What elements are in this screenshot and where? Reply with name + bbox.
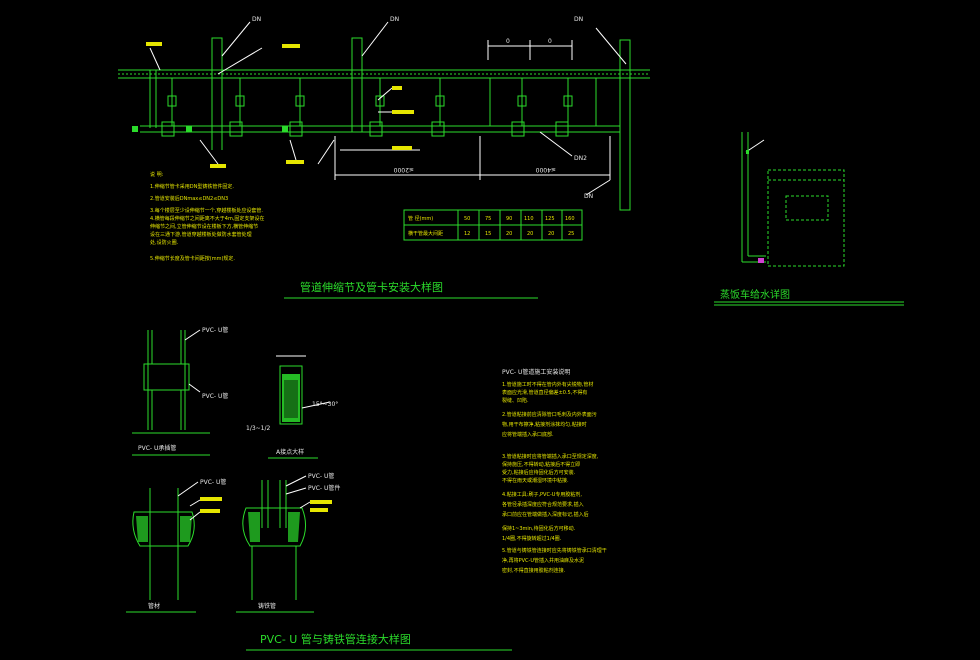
note-bottom-1: 表面应光滑,管道直径偏差±0.5,不得有 [502, 389, 587, 396]
angle-label: 15°~30° [312, 401, 338, 408]
label-pvc-4: PVC- U管 [308, 472, 334, 480]
note-bottom-0: 1.管道施工时不得在管内外有尖锐物,管材 [502, 381, 593, 388]
caption-pipe: 管材 [148, 602, 160, 610]
table-cell: 110 [524, 216, 534, 222]
note-top-7: 处,设防火圈. [150, 239, 179, 246]
title-top: 管道伸缩节及管卡安装大样图 [300, 280, 443, 294]
note-top-2: 2.管道安装后DNmax≤DN2≤DN3 [150, 195, 228, 202]
pvc-castiron-joint-right: PVC- U管 PVC- U管件 铸铁管 [236, 472, 340, 613]
dim-label-left: ≤2000 [394, 166, 414, 173]
caption-a-joint: A接点大样 [276, 448, 304, 456]
note-top-3: 3.每个楼层至少设伸缩节一个,穿越楼板处应设套管. [150, 207, 263, 214]
dn-label-3: DN [574, 16, 583, 23]
title-bottom: PVC- U 管与铸铁管连接大样图 [260, 632, 411, 646]
dn-label-4: DN2 [574, 155, 587, 162]
note-bottom-5: 应将管端插入承口底部. [502, 431, 554, 438]
label-pvc-2: PVC- U管 [202, 392, 228, 400]
table-cell: 160 [565, 216, 575, 222]
ratio-label: 1/3~1/2 [246, 425, 271, 432]
table-cell: 20 [548, 231, 554, 237]
note-top-0: 说 明: [150, 171, 164, 178]
note-bottom-15: 5.管道与铸铁管连接时应先将铸铁管承口清理干 [502, 547, 607, 554]
note-bottom-9: 不得在雨天或潮湿环境中粘接. [502, 477, 569, 484]
notes-bottom-title: PVC- U管道施工安装说明 [502, 368, 570, 376]
table-cell: 15 [485, 231, 491, 237]
label-pvc-5: PVC- U管件 [308, 484, 340, 492]
notes-bottom: PVC- U管道施工安装说明 1.管道施工时不得在管内外有尖锐物,管材 表面应光… [502, 368, 607, 574]
flat-label-2: 0 [548, 38, 552, 45]
note-top-4: 4.横管每段伸缩节之间距离不大于4m,固定支架设在 [150, 215, 264, 222]
caption-socket: PVC- U承插管 [138, 444, 176, 452]
note-bottom-6: 3.管道粘接时应将管端插入承口至规定深度, [502, 453, 599, 460]
note-bottom-10: 4.粘接工具:刷子,PVC-U专用胶粘剂, [502, 491, 582, 498]
note-bottom-3: 2.管道粘接前应清除管口毛刺及内外表面污 [502, 411, 597, 418]
table-cell: 20 [527, 231, 533, 237]
note-top-1: 1.伸缩节管卡采用DN型铸铁管件固定. [150, 183, 234, 190]
notes-top: 说 明: 1.伸缩节管卡采用DN型铸铁管件固定. 2.管道安装后DNmax≤DN… [150, 171, 264, 262]
note-bottom-16: 净,再将PVC-U管插入并用油麻及水泥 [502, 557, 584, 564]
note-bottom-4: 物,用干布擦净,粘接剂涂抹均匀,粘接时 [502, 421, 587, 428]
pvc-castiron-joint-left: PVC- U管 管材 [126, 478, 226, 613]
dn-label-2: DN [390, 16, 399, 23]
table-cell: 50 [464, 216, 470, 222]
dim-label-right: ≤4000 [536, 166, 556, 173]
note-bottom-2: 裂缝、凹陷. [502, 397, 529, 404]
table-cell: 125 [545, 216, 555, 222]
table-cell: 90 [506, 216, 512, 222]
a-joint-detail: 15°~30° 1/3~1/2 A接点大样 [246, 355, 338, 459]
note-bottom-13: 保持1~3min,待固化后方可移动. [502, 525, 576, 532]
label-pvc-3: PVC- U管 [200, 478, 226, 486]
pvc-socket-detail: PVC- U管 PVC- U管 PVC- U承插管 [132, 326, 228, 456]
steam-cart-drawing [741, 132, 845, 267]
dn-label-5: DN [584, 193, 593, 200]
top-pipe-drawing: DN DN DN DN2 DN ≤2000 ≤4000 0 0 [118, 16, 650, 211]
note-top-8: 5.伸缩节长度及管卡间距按(mm)规定. [150, 255, 235, 262]
note-bottom-7: 保持施压,不得转动,粘接后不得立即 [502, 461, 580, 468]
note-bottom-12: 承口前应在管端做插入深度标记,插入后 [502, 511, 589, 518]
note-bottom-17: 密封,不得直接用胶粘剂连接. [502, 567, 566, 574]
label-pvc-1: PVC- U管 [202, 326, 228, 334]
note-bottom-11: 各管径承插深度应符合规范要求,插入 [502, 501, 584, 508]
title-right: 蒸饭车给水详图 [720, 288, 790, 301]
table-cell: 75 [485, 216, 491, 222]
table-cell: 20 [506, 231, 512, 237]
note-top-5: 伸缩节之间,立管伸缩节设在楼板下方,横管伸缩节 [150, 223, 258, 230]
note-bottom-14: 1/4圈,不得旋转超过1/4圈. [502, 535, 562, 542]
note-top-6: 设在三通下游,管道穿越楼板处做防水套管处理 [150, 231, 252, 238]
note-bottom-8: 受力,粘接后应待固化后方可安装. [502, 469, 576, 476]
caption-castiron: 铸铁管 [258, 602, 276, 610]
table-row-header-1: 管 径(mm) [408, 215, 433, 222]
table-row-header-2: 横干管最大间距 [408, 230, 443, 237]
dn-label-1: DN [252, 16, 261, 23]
table-cell: 25 [568, 231, 574, 237]
table-cell: 12 [464, 231, 470, 237]
spacing-table: 管 径(mm) 横干管最大间距 50 75 90 110 125 160 12 … [403, 209, 583, 241]
flat-label-1: 0 [506, 38, 510, 45]
